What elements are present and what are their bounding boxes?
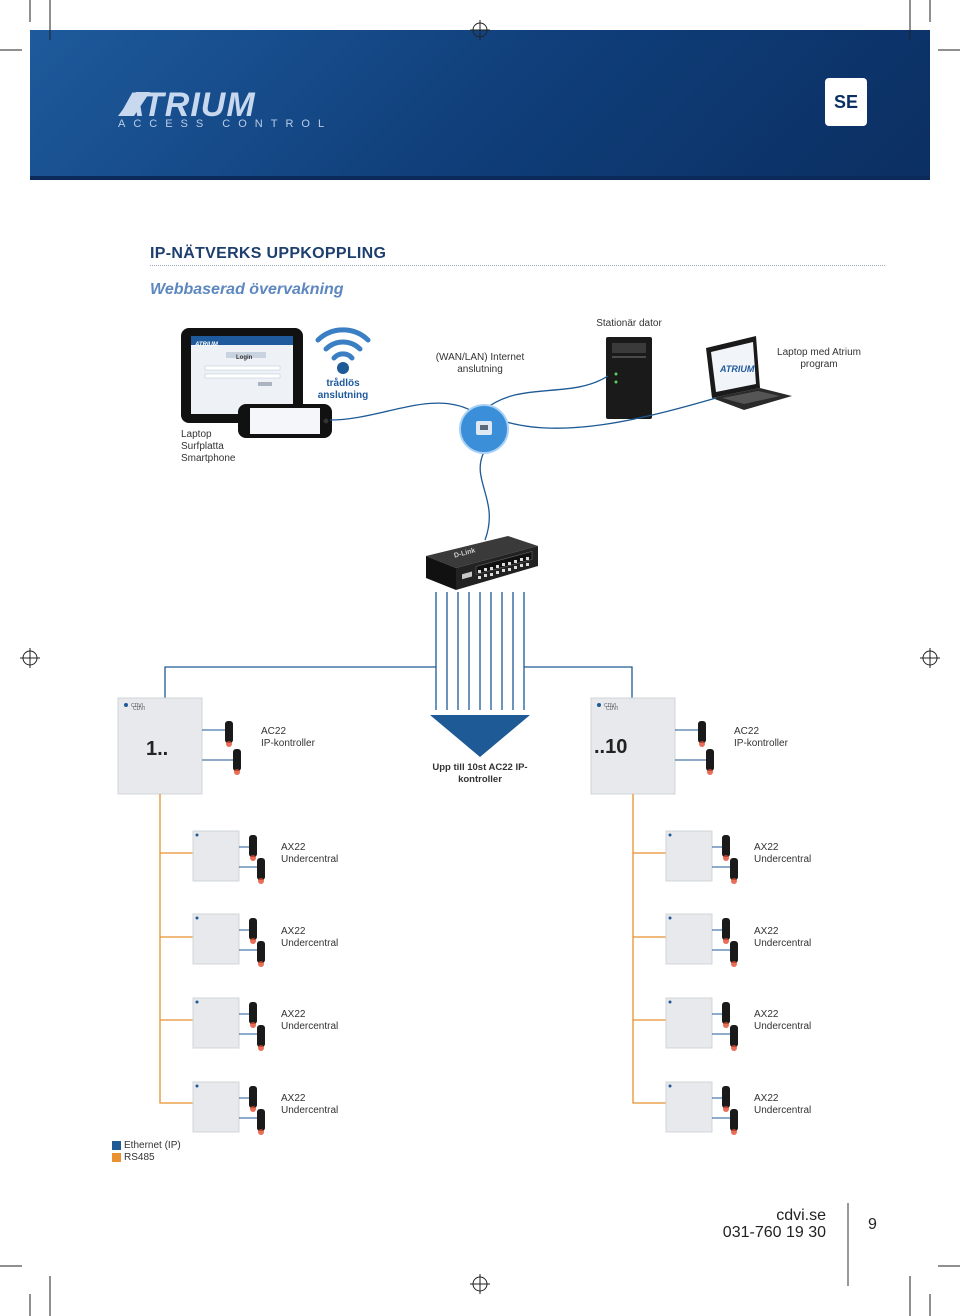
mobile-devices-label: Laptop Surfplatta Smartphone	[181, 429, 236, 464]
controller-10-brand: CDVI	[606, 706, 618, 712]
subunit-model: AX22	[754, 1093, 779, 1104]
subunit-model: AX22	[754, 1009, 779, 1020]
registration-target-left	[20, 648, 40, 668]
page-number: 9	[868, 1216, 877, 1233]
wan-cable-1	[483, 375, 609, 411]
wifi-dot	[337, 362, 349, 374]
rs485-bus-right	[632, 794, 666, 1104]
header-banner	[30, 30, 930, 180]
laptop-atrium-label: Laptop med Atrium program	[777, 347, 861, 370]
smartphone-device	[238, 404, 332, 438]
svg-text:CDVI: CDVI	[131, 703, 143, 709]
page-title: IP-NÄTVERKS UPPKOPPLING	[150, 245, 387, 262]
controller-10-model: AC22	[734, 726, 760, 737]
subunit-model: AX22	[754, 842, 779, 853]
controller-panel-1: CDVI	[117, 697, 203, 795]
wan-label: (WAN/LAN) Internet anslutning	[435, 352, 525, 375]
controller-10-number: ..10	[594, 736, 628, 758]
title-divider	[150, 265, 885, 266]
legend-ethernet-swatch	[112, 1141, 121, 1150]
controller-1-number: 1..	[146, 738, 169, 760]
subunit-type: Undercentral	[754, 1021, 812, 1032]
subunit-type: Undercentral	[281, 938, 339, 949]
switch-ports	[478, 557, 529, 579]
controller-10-readers	[675, 729, 707, 761]
legend-ethernet-label: Ethernet (IP)	[124, 1140, 181, 1151]
atrium-logo-mark	[118, 92, 150, 116]
controller-1-model: AC22	[261, 726, 287, 737]
subunit-model: AX22	[281, 926, 306, 937]
reader-glow-controllers	[226, 741, 713, 775]
header-stripe	[30, 176, 930, 180]
subunit-logos	[195, 833, 672, 1088]
language-badge[interactable]: SE	[825, 78, 867, 126]
globe-to-switch-cable	[479, 451, 490, 541]
page-subtitle: Webbaserad övervakning	[150, 281, 344, 298]
reader-icons-subunits	[249, 835, 738, 1131]
controller-count-arrow	[430, 715, 530, 757]
wan-cable-2	[499, 397, 717, 429]
subunit-type: Undercentral	[281, 1105, 339, 1116]
laptop-atrium: ATRIUM	[706, 336, 792, 410]
footer-phone: 031-760 19 30	[722, 1224, 826, 1241]
controller-1-label: AC22 IP-kontroller	[261, 726, 331, 750]
ethernet-bundle	[435, 592, 525, 710]
atrium-logo-subtitle: ACCESS CONTROL	[118, 118, 333, 130]
controller-panel-10: CDVI	[590, 697, 676, 795]
registration-target-bottom	[470, 1274, 490, 1294]
tablet-login-title: Login	[236, 355, 253, 361]
internet-globe-icon	[459, 404, 509, 454]
registration-target-top	[470, 20, 490, 40]
subunit-type: Undercentral	[281, 854, 339, 865]
subunit-type: Undercentral	[754, 938, 812, 949]
controller-10-label: AC22 IP-kontroller	[734, 726, 804, 750]
wifi-icon	[315, 327, 371, 361]
controller-1-readers	[202, 729, 234, 761]
subunit-model: AX22	[754, 926, 779, 937]
reader-glow-subunits	[250, 855, 737, 1135]
reader-icons-controllers	[225, 721, 714, 771]
legend-rs485-label: RS485	[124, 1152, 155, 1163]
tablet-logo: ATRIUM	[195, 342, 218, 348]
svg-text:ATRIUM: ATRIUM	[719, 364, 755, 374]
subunit-model: AX22	[281, 1093, 306, 1104]
svg-text:CDVI: CDVI	[604, 703, 616, 709]
rs485-bus-left	[159, 794, 193, 1104]
subunit-reader-links	[239, 846, 731, 1119]
footer-website[interactable]: cdvi.se	[776, 1207, 826, 1224]
subunit-model: AX22	[281, 1009, 306, 1020]
network-switch	[426, 536, 538, 590]
subunit-type: Undercentral	[754, 1105, 812, 1116]
controller-1-brand: CDVI	[133, 706, 145, 712]
legend-rs485-swatch	[112, 1153, 121, 1162]
subunit-type: Undercentral	[281, 1021, 339, 1032]
ethernet-to-controller-1	[164, 666, 436, 700]
wan-cable-3	[329, 402, 471, 421]
wireless-label: trådlös anslutning	[317, 378, 369, 401]
subunit-type: Undercentral	[754, 854, 812, 865]
subunit-model: AX22	[281, 842, 306, 853]
registration-target-right	[920, 648, 940, 668]
tablet-device	[181, 328, 303, 423]
subunit-panels	[192, 830, 713, 1133]
desktop-label: Stationär dator	[596, 318, 662, 329]
controller-1-type: IP-kontroller	[261, 738, 315, 749]
desktop-pc	[606, 337, 652, 419]
controller-10-type: IP-kontroller	[734, 738, 788, 749]
ethernet-to-controller-10	[524, 666, 633, 700]
arrow-caption: Upp till 10st AC22 IP-kontroller	[432, 762, 528, 785]
